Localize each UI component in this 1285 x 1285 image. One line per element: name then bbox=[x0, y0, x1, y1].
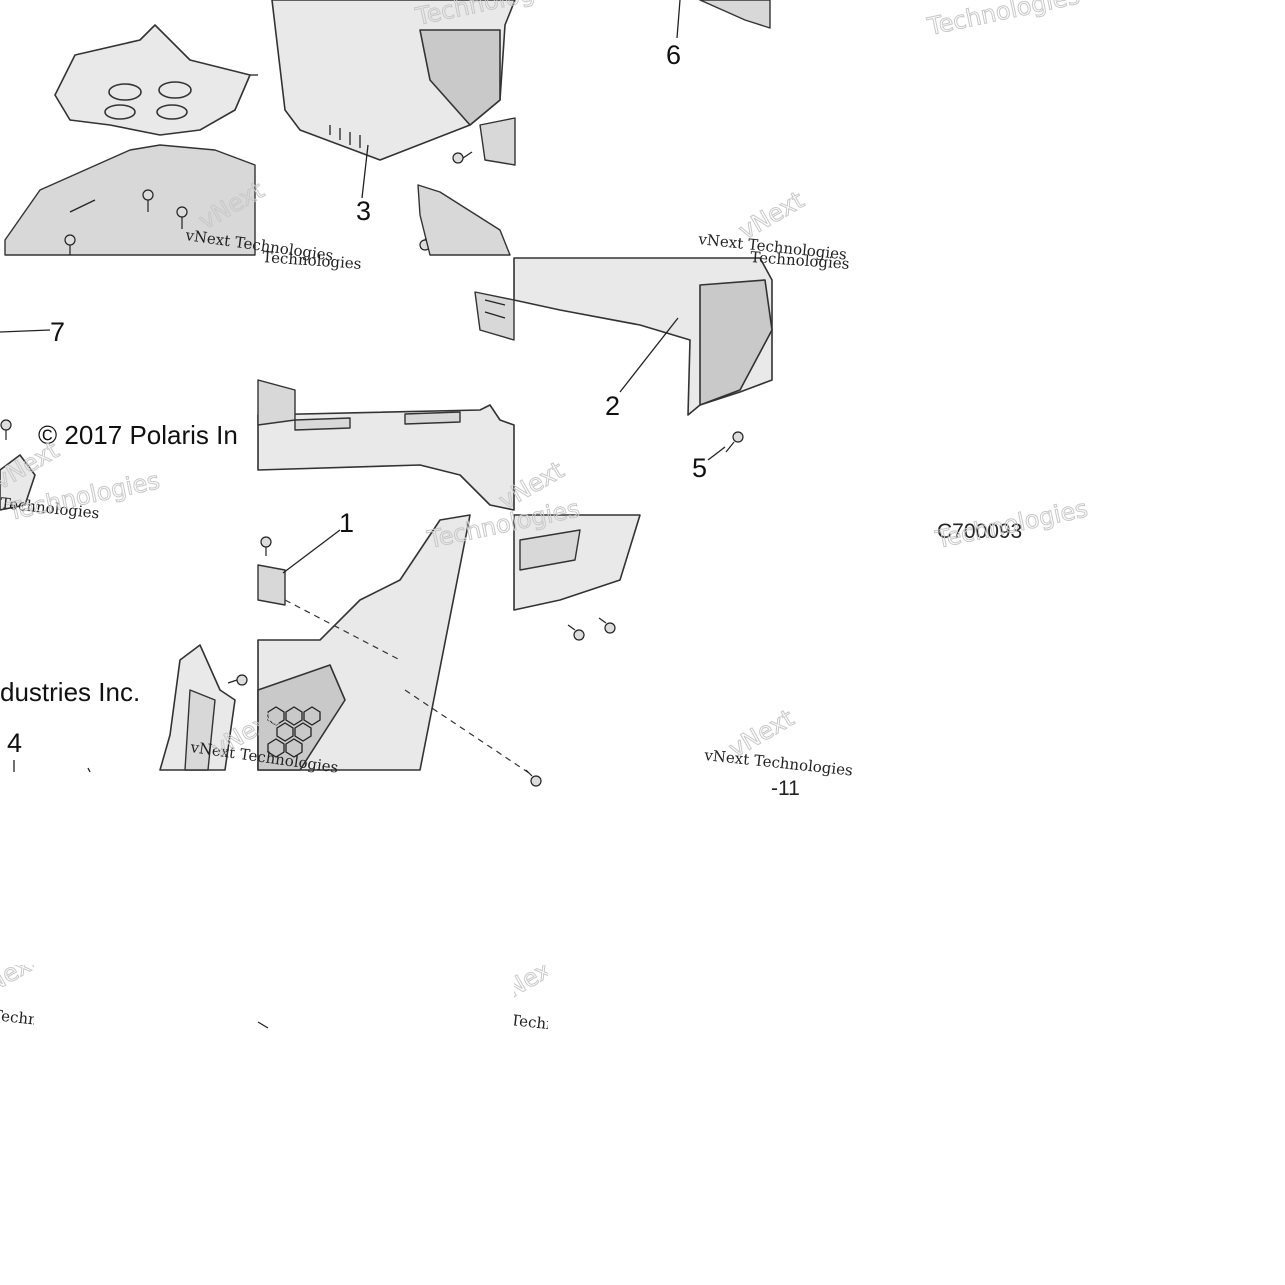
callout-1: 1 bbox=[339, 508, 354, 538]
watermark-text: Technologies bbox=[0, 1006, 92, 1034]
watermark-ghost: vNext bbox=[734, 186, 809, 245]
watermark-ghost: Technologies bbox=[932, 494, 1090, 554]
callout-3: 3 bbox=[356, 196, 371, 226]
front-fascia-upper bbox=[257, 291, 515, 511]
callout-4: 4 bbox=[7, 728, 22, 758]
watermark-ghost: vNext bbox=[0, 946, 44, 1005]
tile-fragment-mark bbox=[257, 1021, 269, 1029]
tile-fragment-bottom-left: vNext Technologies bbox=[0, 946, 92, 1034]
upper-panel-edge bbox=[676, 0, 771, 39]
tray-assembly bbox=[4, 24, 258, 256]
watermark-text: Technologies bbox=[510, 1011, 611, 1039]
page-fragment: -11 bbox=[771, 777, 800, 800]
storage-bin bbox=[271, 0, 516, 256]
tile-fragment-bottom-right: vNext Technologies bbox=[489, 951, 611, 1039]
watermark-ghost: Technologies bbox=[924, 0, 1082, 41]
side-fender bbox=[513, 257, 773, 461]
callout-2: 2 bbox=[605, 391, 620, 421]
callout-7: 7 bbox=[50, 317, 65, 347]
watermark-text: Technologies bbox=[262, 248, 362, 273]
figure-code: C700093 bbox=[937, 520, 1022, 543]
copyright-part-a: © 2017 Polaris In bbox=[38, 420, 238, 450]
watermark-text: vNext Technologies bbox=[703, 746, 854, 780]
copyright-part-b: dustries Inc. bbox=[0, 677, 140, 707]
callout-6: 6 bbox=[666, 40, 681, 70]
lower-fender bbox=[513, 514, 641, 641]
front-grille bbox=[257, 514, 542, 787]
left-bracket-area bbox=[0, 329, 51, 511]
watermark-ghost: vNext bbox=[489, 951, 564, 1010]
callout-5: 5 bbox=[692, 453, 707, 483]
corner-bracket bbox=[13, 644, 248, 773]
